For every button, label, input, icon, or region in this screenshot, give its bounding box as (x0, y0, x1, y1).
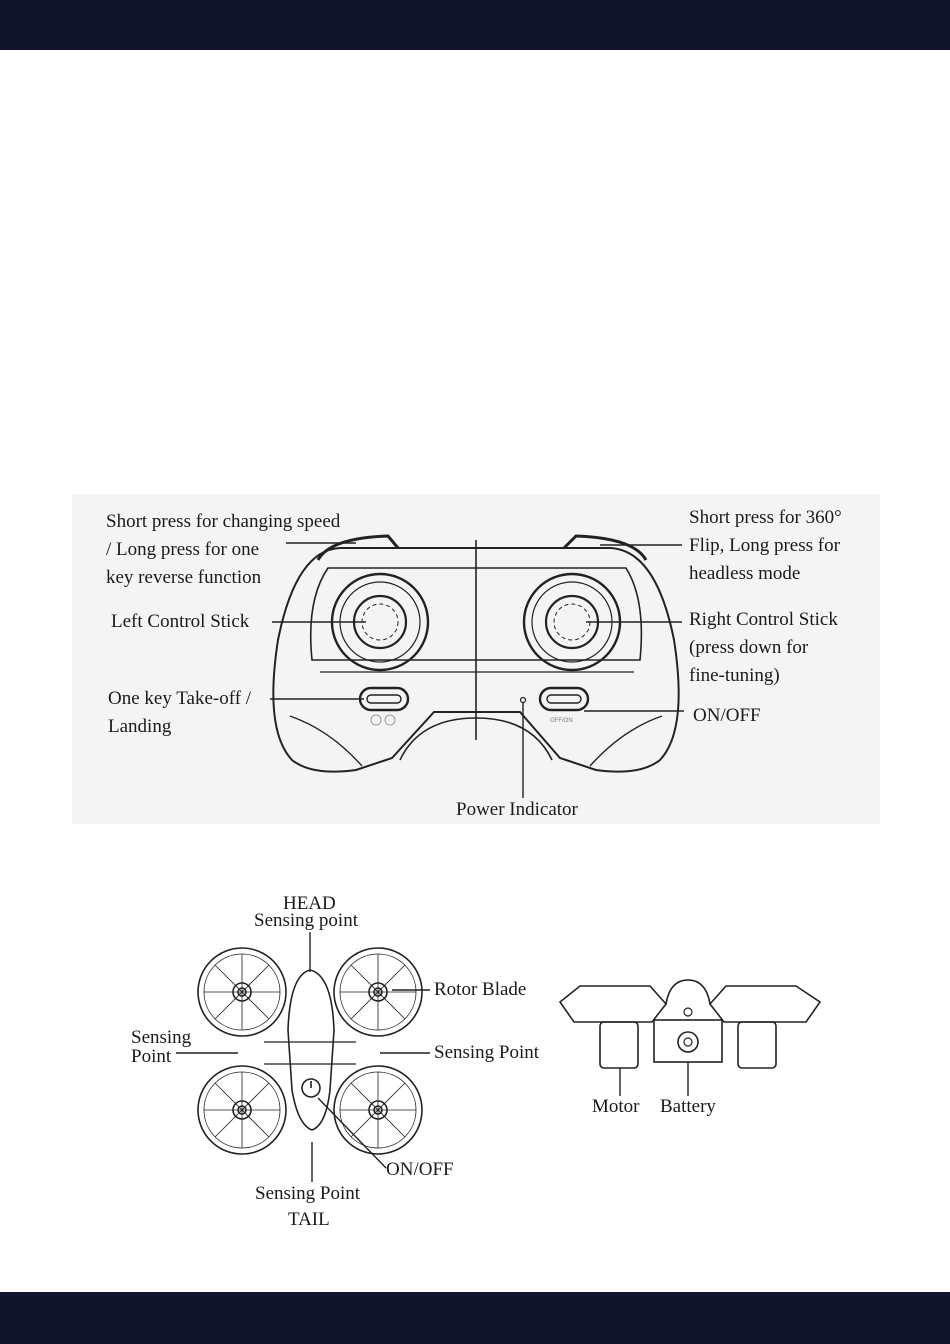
motor-label: Motor (592, 1096, 640, 1117)
controller-leaders (270, 542, 684, 798)
right-sensing-label: Sensing Point (434, 1042, 540, 1063)
speed-line-1: Short press for changing speed (106, 511, 341, 532)
drone-onoff-label: ON/OFF (386, 1159, 454, 1180)
left-stick-label: Left Control Stick (111, 611, 250, 632)
head-label: HEAD (283, 893, 336, 914)
takeoff-label: One key Take-off / Landing (108, 685, 251, 741)
right-stick-line-2: (press down for (689, 637, 809, 658)
switch-print: OFF/ON (550, 718, 573, 724)
speed-button-label: Short press for changing speed / Long pr… (106, 508, 340, 592)
battery-label: Battery (660, 1096, 716, 1117)
head-sensing-label: Sensing point (254, 910, 358, 931)
bottom-banner (0, 1292, 950, 1344)
power-indicator-label: Power Indicator (456, 799, 578, 820)
drone-side-illustration (558, 979, 822, 1069)
right-stick-line-1: Right Control Stick (689, 609, 838, 630)
right-stick-label: Right Control Stick (press down for fine… (689, 606, 838, 690)
takeoff-line-2: Landing (108, 716, 172, 737)
right-stick-line-3: fine-tuning) (689, 665, 780, 686)
tail-sensing-label: Sensing Point (255, 1183, 361, 1204)
drone-side-leaders (619, 1062, 689, 1096)
tail-label: TAIL (288, 1209, 330, 1230)
flip-button-label: Short press for 360° Flip, Long press fo… (689, 504, 842, 588)
flip-line-2: Flip, Long press for (689, 535, 840, 556)
speed-line-2: / Long press for one (106, 539, 260, 560)
top-banner (0, 0, 950, 50)
flip-line-1: Short press for 360° (689, 507, 842, 528)
left-sensing-label: Sensing Point (131, 1028, 191, 1066)
drone-top-leaders (176, 932, 430, 1182)
drone-top-illustration (197, 947, 423, 1155)
takeoff-line-1: One key Take-off / (108, 688, 252, 709)
rotor-blade-label: Rotor Blade (434, 979, 527, 1000)
flip-line-3: headless mode (689, 563, 801, 584)
left-sensing-line-2: Point (131, 1046, 172, 1067)
speed-line-3: key reverse function (106, 567, 262, 588)
left-sensing-line-1: Sensing (131, 1027, 192, 1048)
controller-onoff-label: ON/OFF (693, 705, 761, 726)
controller-illustration (272, 534, 680, 773)
